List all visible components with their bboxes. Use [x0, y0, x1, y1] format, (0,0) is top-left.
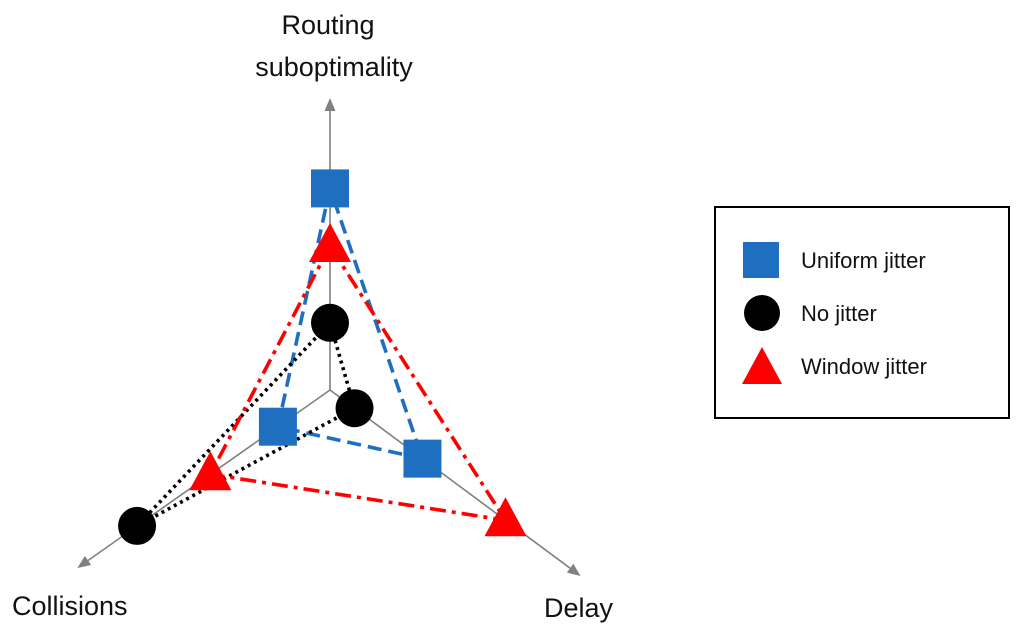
legend-square-marker — [743, 242, 779, 278]
none-jitter-marker-delay — [335, 389, 374, 428]
axis-title-delay: Delay — [544, 593, 614, 623]
axis-title-routing-line2: suboptimality — [255, 52, 413, 82]
series-layer — [118, 169, 527, 545]
none-jitter-marker-collisions — [118, 506, 157, 545]
axis-delay — [329, 389, 571, 569]
legend-triangle-marker — [742, 347, 782, 384]
window-jitter-marker-routing — [309, 223, 351, 262]
window-jitter-marker-collisions — [189, 451, 232, 491]
uniform-jitter-marker-routing — [311, 169, 349, 208]
arrowhead-delay — [566, 563, 581, 576]
legend-label-window-jitter: Window jitter — [801, 354, 927, 379]
legend: Uniform jitter No jitter Window jitter — [714, 206, 1010, 419]
arrowhead-collisions — [77, 555, 92, 568]
uniform-jitter-marker-delay — [403, 439, 442, 478]
arrowhead-routing — [324, 98, 336, 111]
uniform-jitter-marker-collisions — [258, 407, 297, 446]
none-jitter-outline — [135, 319, 357, 528]
uniform-jitter-outline — [275, 181, 426, 462]
axis-title-routing-line1: Routing — [281, 10, 374, 40]
legend-label-no-jitter: No jitter — [801, 301, 877, 326]
window-jitter-marker-delay — [484, 497, 527, 537]
none-jitter-marker-routing — [311, 303, 349, 342]
legend-circle-marker — [744, 295, 780, 331]
legend-label-uniform-jitter: Uniform jitter — [801, 248, 926, 273]
window-jitter-outline — [207, 242, 510, 523]
axis-title-collisions: Collisions — [12, 591, 128, 621]
